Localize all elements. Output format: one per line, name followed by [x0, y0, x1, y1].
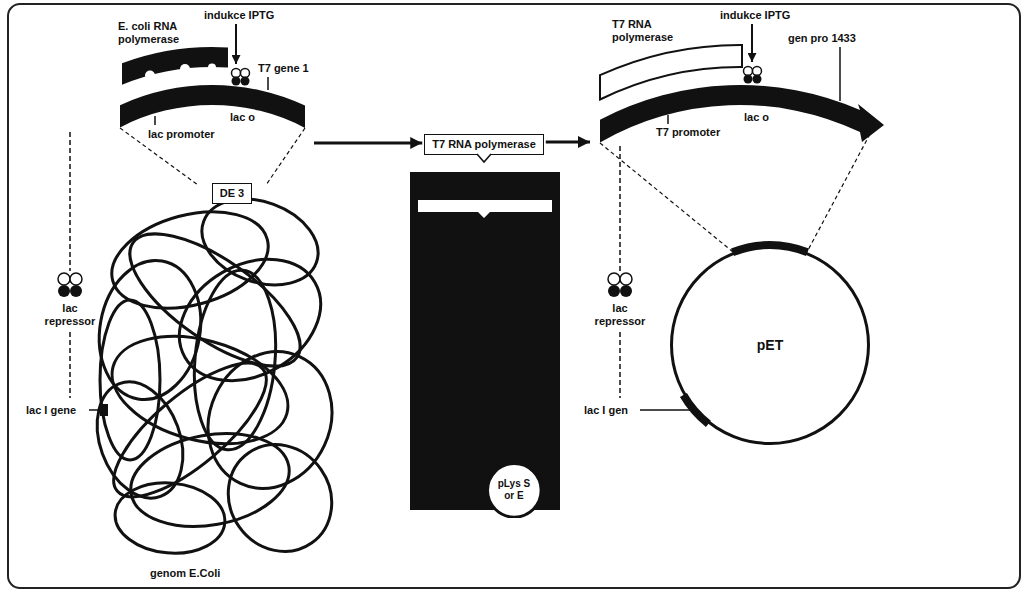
dna-loop	[112, 478, 228, 557]
plasmid-circle: pET	[670, 245, 870, 445]
polymerase-notch	[180, 64, 190, 74]
protein-box: T7 RNA polymerase	[424, 134, 544, 155]
promoter-label: T7 promoter	[656, 126, 720, 139]
genome-label: genom E.Coli	[150, 567, 220, 580]
repressor-subunit	[70, 273, 82, 285]
gene-mark	[100, 404, 108, 416]
polymerase-notch	[145, 71, 155, 81]
node-text: pLys S or E	[494, 478, 534, 502]
dna-loop	[207, 424, 352, 571]
flow-arrow	[546, 141, 590, 144]
plasmid-ring	[487, 463, 541, 517]
operator-label: lac o	[744, 111, 769, 124]
leader-line	[267, 77, 269, 90]
leader-line	[667, 115, 669, 124]
induction-arrow	[751, 24, 753, 62]
repressor-subunit	[58, 273, 70, 285]
leader-line	[154, 116, 156, 125]
dna-loop	[187, 267, 282, 453]
repressor-subunit	[241, 69, 250, 78]
repressor-symbol	[608, 273, 632, 297]
operator-label: lac o	[230, 111, 255, 124]
promoter-label: lac promoter	[148, 128, 215, 141]
dna-loop	[110, 210, 320, 390]
repressor-subunit	[753, 75, 762, 84]
prophage-box: DE 3	[212, 183, 252, 204]
repressor-label: lac repressor	[587, 302, 653, 328]
box-pointer-shape	[477, 154, 491, 162]
polymerase-protein	[418, 200, 552, 218]
node-text: T7 RNA polymerase	[432, 138, 536, 151]
frame	[8, 4, 1020, 588]
node-text: gen pro 1433	[788, 32, 856, 45]
repressor-label: lac repressor	[37, 302, 103, 328]
zoom-line	[266, 128, 305, 185]
polymerase-notch	[208, 64, 216, 72]
band-outline	[592, 30, 892, 150]
node-text: T7 gene 1	[258, 62, 309, 75]
dashed-line	[69, 332, 71, 398]
protein-label: E. coli RNA polymerase	[118, 20, 194, 46]
repressor-symbol	[58, 273, 82, 297]
dna-band	[120, 85, 305, 128]
repressor-subunit	[608, 285, 620, 297]
node-text: pET	[757, 337, 783, 354]
flow-arrow	[314, 142, 422, 145]
induction-label: indukce IPTG	[720, 9, 790, 22]
box-pointer	[477, 154, 491, 163]
repressor-subunit	[232, 69, 241, 78]
repressor-subunit	[744, 67, 753, 76]
repressor-subunit	[753, 67, 762, 76]
dashed-line	[69, 132, 71, 271]
induction-arrow	[235, 24, 237, 64]
repressor-subunit	[58, 285, 70, 297]
dna-loop	[158, 235, 343, 405]
induction-label: indukce IPTG	[204, 9, 274, 22]
zoom-line	[807, 134, 870, 252]
polymerase-shape	[122, 47, 228, 85]
cell-body	[410, 172, 560, 510]
plasmid-ring	[672, 247, 869, 444]
gene-band: gen pro 1433	[592, 30, 892, 150]
node-text: DE 3	[220, 187, 244, 200]
repressor-symbol	[744, 67, 762, 84]
dna-band	[600, 85, 884, 143]
repressor-subunit	[608, 273, 620, 285]
repressor-subunit	[232, 77, 241, 86]
protein-label: T7 RNA polymerase	[612, 18, 684, 44]
leader-line	[839, 47, 841, 101]
repressor-symbol	[232, 69, 250, 86]
dna-loop	[100, 300, 160, 460]
repressor-subunit	[70, 285, 82, 297]
leader-line	[640, 409, 692, 411]
repressor-subunit	[744, 75, 753, 84]
dashed-line	[619, 332, 621, 398]
genome-drawing	[82, 184, 354, 572]
repressor-subunit	[620, 273, 632, 285]
gene-label: lac I gene	[26, 404, 76, 417]
dashed-line	[619, 146, 621, 271]
repressor-subunit	[241, 77, 250, 86]
plasmid-circle: pLys S or E	[486, 462, 543, 519]
gene-label: lac I gen	[584, 404, 628, 417]
repressor-subunit	[620, 285, 632, 297]
